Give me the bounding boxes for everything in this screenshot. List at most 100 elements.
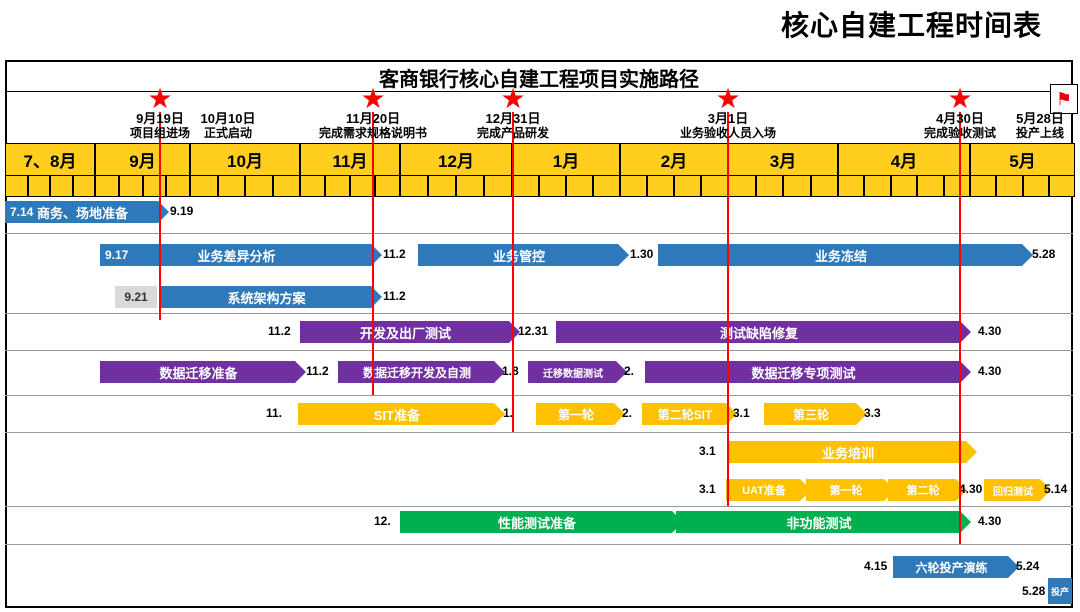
bar-label: UAT准备 bbox=[742, 485, 786, 497]
date-label: 3.1 bbox=[699, 444, 716, 458]
bar-label: 业务培训 bbox=[821, 445, 874, 461]
week-cell bbox=[970, 175, 997, 197]
week-cell bbox=[996, 175, 1023, 197]
week-cell bbox=[917, 175, 944, 197]
date-label: 12.31 bbox=[518, 324, 549, 338]
week-cell bbox=[783, 175, 811, 197]
bar-label: 迁移数据测试 bbox=[543, 368, 603, 380]
bar-label: 非功能测试 bbox=[786, 515, 852, 531]
bar-label: 数据迁移专项测试 bbox=[751, 365, 856, 381]
gantt-bar: 性能测试准备 bbox=[400, 511, 683, 533]
milestone-date: 9月19日 bbox=[136, 111, 184, 126]
week-cell bbox=[95, 175, 119, 197]
gantt-bar: SIT准备 bbox=[298, 403, 505, 425]
date-label: 3.3 bbox=[864, 406, 881, 420]
milestone-line bbox=[372, 112, 374, 395]
gantt-bar: 数据迁移开发及自测 bbox=[338, 361, 505, 383]
month-cell: 7、8月 bbox=[5, 143, 95, 176]
milestone-event: 投产上线 bbox=[1015, 126, 1064, 140]
milestone-label: 12月31日完成产品研发 bbox=[433, 111, 593, 141]
date-label: 3.1 bbox=[699, 482, 716, 496]
date-label: 11.2 bbox=[383, 247, 406, 261]
date-label: 4.30 bbox=[959, 482, 983, 496]
week-cell bbox=[864, 175, 891, 197]
bar-label: 数据迁移准备 bbox=[159, 365, 238, 381]
milestone-star-icon: ★ bbox=[147, 83, 173, 114]
date-label: 11.2 bbox=[383, 289, 406, 303]
gantt-bar: 第二轮 bbox=[888, 479, 967, 501]
date-label: 2. bbox=[624, 364, 635, 378]
milestone-date: 4月30日 bbox=[936, 111, 984, 126]
week-cell bbox=[375, 175, 400, 197]
gantt-bar: 第二轮SIT bbox=[642, 403, 737, 425]
date-label: 2. bbox=[622, 406, 633, 420]
bar-label: 业务管控 bbox=[492, 248, 545, 264]
milestone-date: 3月1日 bbox=[707, 111, 749, 126]
week-cell bbox=[566, 175, 593, 197]
grid-line bbox=[5, 233, 1073, 234]
date-label: 4.30 bbox=[978, 364, 1002, 378]
week-cell bbox=[72, 175, 95, 197]
bar-label: 商务、场地准备 bbox=[36, 205, 128, 221]
date-label: 4.30 bbox=[978, 324, 1002, 338]
month-cell: 3月 bbox=[728, 143, 838, 176]
week-cell bbox=[701, 175, 728, 197]
grid-line bbox=[5, 432, 1073, 433]
date-label: 1.30 bbox=[630, 247, 654, 261]
milestone-event: 正式启动 bbox=[203, 126, 252, 140]
date-label: 5.28 bbox=[1032, 247, 1056, 261]
milestone-line bbox=[959, 112, 961, 544]
month-cell: 4月 bbox=[838, 143, 970, 176]
milestone-date: 12月31日 bbox=[485, 111, 541, 126]
week-cell bbox=[50, 175, 73, 197]
week-cell bbox=[190, 175, 218, 197]
milestone-line bbox=[159, 112, 161, 320]
milestone-label: 10月10日正式启动 bbox=[148, 112, 308, 141]
week-cell bbox=[755, 175, 783, 197]
week-cell bbox=[428, 175, 456, 197]
milestone-star-icon: ★ bbox=[715, 83, 741, 114]
gantt-bar: 第三轮 bbox=[764, 403, 867, 425]
bar-label: 六轮投产演练 bbox=[915, 560, 988, 575]
milestone-star-icon: ★ bbox=[947, 83, 973, 114]
gantt-bar: 六轮投产演练 bbox=[893, 556, 1019, 578]
gantt-bar: 测试缺陷修复 bbox=[556, 321, 971, 343]
week-cell bbox=[620, 175, 647, 197]
gantt-bar: 业务培训 bbox=[728, 441, 977, 463]
bar-label: 系统架构方案 bbox=[227, 290, 306, 306]
week-cell bbox=[325, 175, 350, 197]
grid-line bbox=[5, 350, 1073, 351]
bar-start-date: 7.14 bbox=[10, 205, 34, 219]
chart-frame bbox=[5, 60, 1073, 608]
milestone-star-icon: ★ bbox=[500, 83, 526, 114]
grid-line bbox=[5, 395, 1073, 396]
milestone-label: 5月28日投产上线 bbox=[960, 112, 1080, 141]
gantt-bar: 业务管控 bbox=[418, 244, 629, 266]
gantt-bar: 系统架构方案 bbox=[160, 286, 382, 308]
gantt-bar: 数据迁移准备 bbox=[100, 361, 306, 383]
milestone-label: 3月1日业务验收人员入场 bbox=[648, 111, 808, 141]
bar-label: 性能测试准备 bbox=[497, 515, 576, 531]
bar-label: 投产 bbox=[1050, 586, 1069, 597]
month-cell: 2月 bbox=[620, 143, 728, 176]
bar-label: 第二轮 bbox=[906, 485, 940, 497]
gantt-bar: 投产 bbox=[1048, 578, 1072, 604]
date-label: 5.14 bbox=[1044, 482, 1068, 496]
bar-label: SIT准备 bbox=[373, 407, 421, 423]
week-cell bbox=[1022, 175, 1049, 197]
title-divider bbox=[5, 91, 1073, 92]
gantt-bar: 回归测试 bbox=[984, 479, 1051, 501]
week-cell bbox=[674, 175, 701, 197]
milestone-event: 完成验收测试 bbox=[923, 126, 996, 140]
week-cell bbox=[272, 175, 300, 197]
milestone-event: 业务验收人员入场 bbox=[679, 126, 776, 140]
gantt-bar: 9.21 bbox=[115, 286, 157, 308]
milestone-event: 完成需求规格说明书 bbox=[318, 126, 427, 140]
milestone-line bbox=[512, 112, 514, 432]
gantt-bar: 迁移数据测试 bbox=[528, 361, 627, 383]
month-cell: 10月 bbox=[190, 143, 300, 176]
milestone-label: 9月19日项目组进场 bbox=[80, 111, 240, 141]
gantt-bar: 第一轮 bbox=[536, 403, 625, 425]
date-label: 5.24 bbox=[1016, 559, 1040, 573]
